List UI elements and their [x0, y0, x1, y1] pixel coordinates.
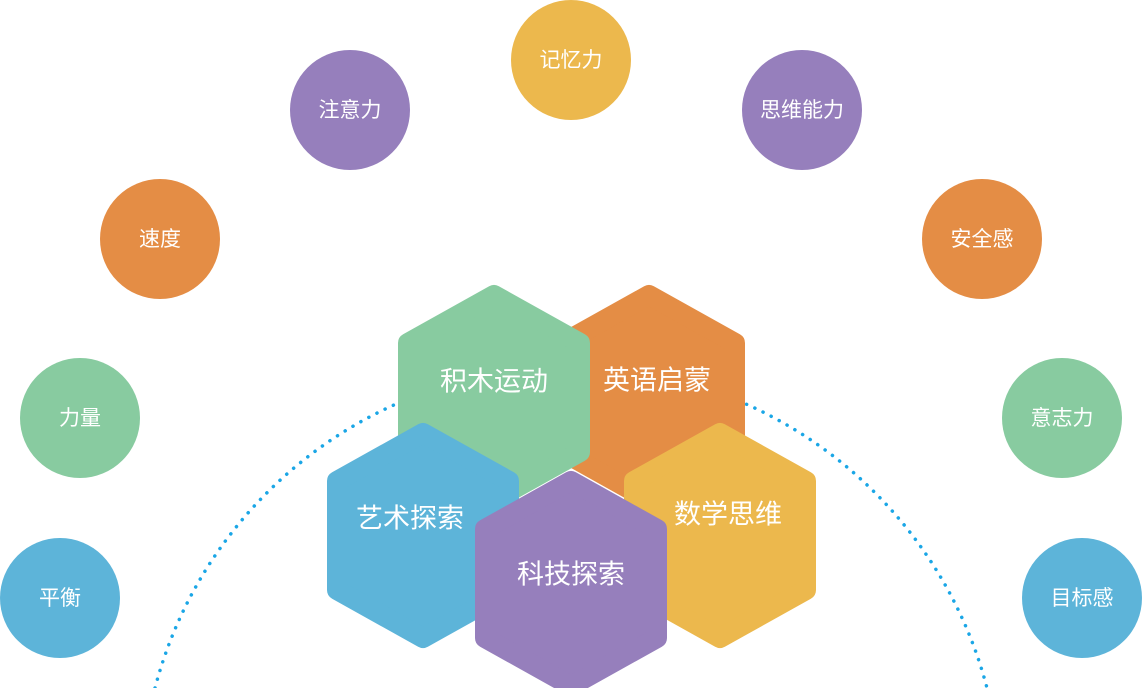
hexagon-shape — [624, 423, 816, 648]
skill-circle: 安全感 — [922, 179, 1042, 299]
circle-shape — [1002, 358, 1122, 478]
skill-circle: 注意力 — [290, 50, 410, 170]
circle-label: 思维能力 — [760, 98, 844, 122]
course-hexagon: 数学思维 — [624, 423, 816, 648]
hexagon-label: 积木运动 — [440, 367, 548, 398]
skill-circle: 平衡 — [0, 538, 120, 658]
circle-shape — [290, 50, 410, 170]
circle-label: 意志力 — [1031, 406, 1094, 430]
circle-shape — [922, 179, 1042, 299]
skill-circle: 思维能力 — [742, 50, 862, 170]
hexagon-label: 数学思维 — [674, 500, 782, 531]
circle-label: 力量 — [59, 406, 101, 430]
hexagon-shape — [327, 423, 519, 648]
skill-circle: 意志力 — [1002, 358, 1122, 478]
circle-label: 记忆力 — [540, 48, 603, 72]
circle-shape — [511, 0, 631, 120]
circle-label: 速度 — [139, 227, 181, 251]
course-hexagon: 艺术探索 — [327, 423, 519, 648]
skill-circle: 速度 — [100, 179, 220, 299]
hexagon-label: 艺术探索 — [356, 504, 464, 535]
circle-shape — [1022, 538, 1142, 658]
hexagon-shape — [475, 471, 667, 688]
circle-label: 安全感 — [951, 227, 1014, 251]
hexagon-label: 科技探索 — [517, 560, 625, 591]
circle-shape — [20, 358, 140, 478]
circle-label: 注意力 — [319, 98, 382, 122]
circle-shape — [100, 179, 220, 299]
skill-circle: 目标感 — [1022, 538, 1142, 658]
circle-label: 目标感 — [1051, 586, 1114, 610]
circle-label: 平衡 — [39, 586, 81, 610]
circle-shape — [742, 50, 862, 170]
circle-shape — [0, 538, 120, 658]
skill-circle: 记忆力 — [511, 0, 631, 120]
course-hexagon: 科技探索 — [475, 471, 667, 688]
skill-circle: 力量 — [20, 358, 140, 478]
hexagon-label: 英语启蒙 — [603, 366, 711, 397]
